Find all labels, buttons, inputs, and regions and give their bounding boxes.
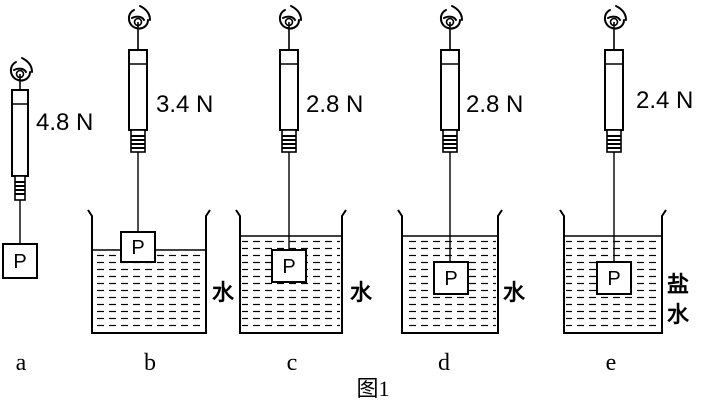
- figure-caption: 图1: [356, 376, 389, 401]
- setup-a: P 4.8 N a: [2, 57, 93, 376]
- liquid-label-c: 水: [350, 281, 373, 306]
- object-p-label: P: [13, 251, 26, 273]
- spring-scale: [604, 49, 624, 131]
- beaker: [235, 209, 347, 334]
- spring-scale: [11, 89, 29, 177]
- setup-letter-e: e: [606, 350, 617, 376]
- setup-letter-d: d: [438, 350, 450, 376]
- object-p: [433, 261, 469, 295]
- scale-reading-d: 2.8 N: [466, 91, 523, 118]
- hand-icon: [127, 5, 151, 30]
- liquid-label-e-line2: 水: [667, 303, 690, 328]
- spring-scale: [440, 49, 460, 131]
- object-p-label: P: [131, 237, 144, 259]
- object-p: [2, 243, 38, 279]
- liquid: [94, 252, 204, 330]
- liquid-label-b: 水: [212, 281, 235, 306]
- setup-d: P 2.8 N 水 d: [397, 5, 526, 376]
- scale-reading-c: 2.8 N: [306, 91, 363, 118]
- object-p: [120, 231, 156, 263]
- object-p: [271, 249, 307, 283]
- spring-scale: [128, 49, 148, 131]
- hand-icon: [278, 5, 302, 30]
- object-p-label: P: [282, 256, 295, 278]
- setup-letter-c: c: [287, 350, 298, 376]
- object-p: [596, 261, 632, 295]
- setup-e: P 2.4 N 盐 水 e: [559, 5, 693, 376]
- object-p-label: P: [607, 268, 620, 290]
- spring-scale: [279, 49, 299, 131]
- liquid-label-d: 水: [503, 281, 526, 306]
- setup-b: P 3.4 N 水 b: [87, 5, 235, 376]
- hand-icon: [9, 57, 34, 82]
- object-p-label: P: [444, 268, 457, 290]
- setup-letter-b: b: [144, 350, 156, 376]
- scale-reading-b: 3.4 N: [156, 91, 213, 118]
- beaker: [559, 209, 667, 334]
- scale-reading-e: 2.4 N: [636, 87, 693, 114]
- hand-icon: [439, 5, 463, 30]
- scale-reading-a: 4.8 N: [36, 109, 93, 136]
- beaker: [87, 209, 211, 334]
- hand-icon: [603, 5, 627, 30]
- liquid-label-e-line1: 盐: [667, 273, 689, 298]
- setup-c: P 2.8 N 水 c: [235, 5, 373, 376]
- beaker: [397, 209, 503, 334]
- setup-letter-a: a: [16, 350, 27, 376]
